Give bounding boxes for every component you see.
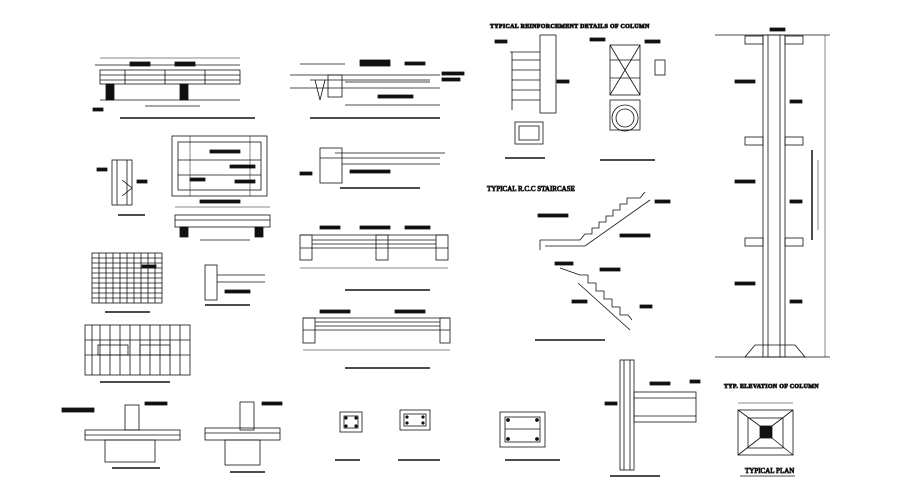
continuous-beam-detail-2	[302, 309, 451, 369]
column-elevation-label: TYP. ELEVATION OF COLUMN	[724, 384, 819, 390]
footing-mesh-plan	[91, 252, 163, 313]
t-beam-section	[204, 264, 265, 306]
staircase-section-2	[535, 261, 653, 341]
continuous-beam-detail-1	[299, 225, 449, 291]
column-reinforcement-elevation-2	[589, 37, 666, 161]
wall-reinforcement-elevation	[84, 324, 191, 383]
staircase-title: TYPICAL R.C.C STAIRCASE	[487, 185, 575, 193]
column-section-small-1	[335, 411, 363, 461]
isolated-footing-section-2	[204, 401, 283, 473]
beam-column-joint-elevation	[604, 359, 701, 477]
cantilever-beam-detail	[299, 147, 445, 189]
isolated-footing-section-1	[61, 401, 181, 469]
beam-elevation-detail-1	[92, 57, 255, 119]
typical-plan-label: TYPICAL PLAN	[745, 467, 794, 475]
staircase-section-1	[537, 191, 671, 250]
beam-elevation-detail-2	[290, 59, 465, 119]
tall-column-elevation	[715, 27, 830, 358]
footing-beam-detail	[174, 206, 271, 241]
column-section-small-2	[398, 409, 440, 461]
column-section-bottom-center	[499, 411, 560, 461]
typical-footing-plan	[737, 402, 794, 456]
column-reinforcement-elevation-1	[494, 34, 570, 159]
column-joint-detail	[96, 159, 148, 216]
slab-plan-detail	[171, 135, 268, 204]
top-title: TYPICAL REINFORCEMENT DETAILS OF COLUMN	[490, 24, 650, 30]
